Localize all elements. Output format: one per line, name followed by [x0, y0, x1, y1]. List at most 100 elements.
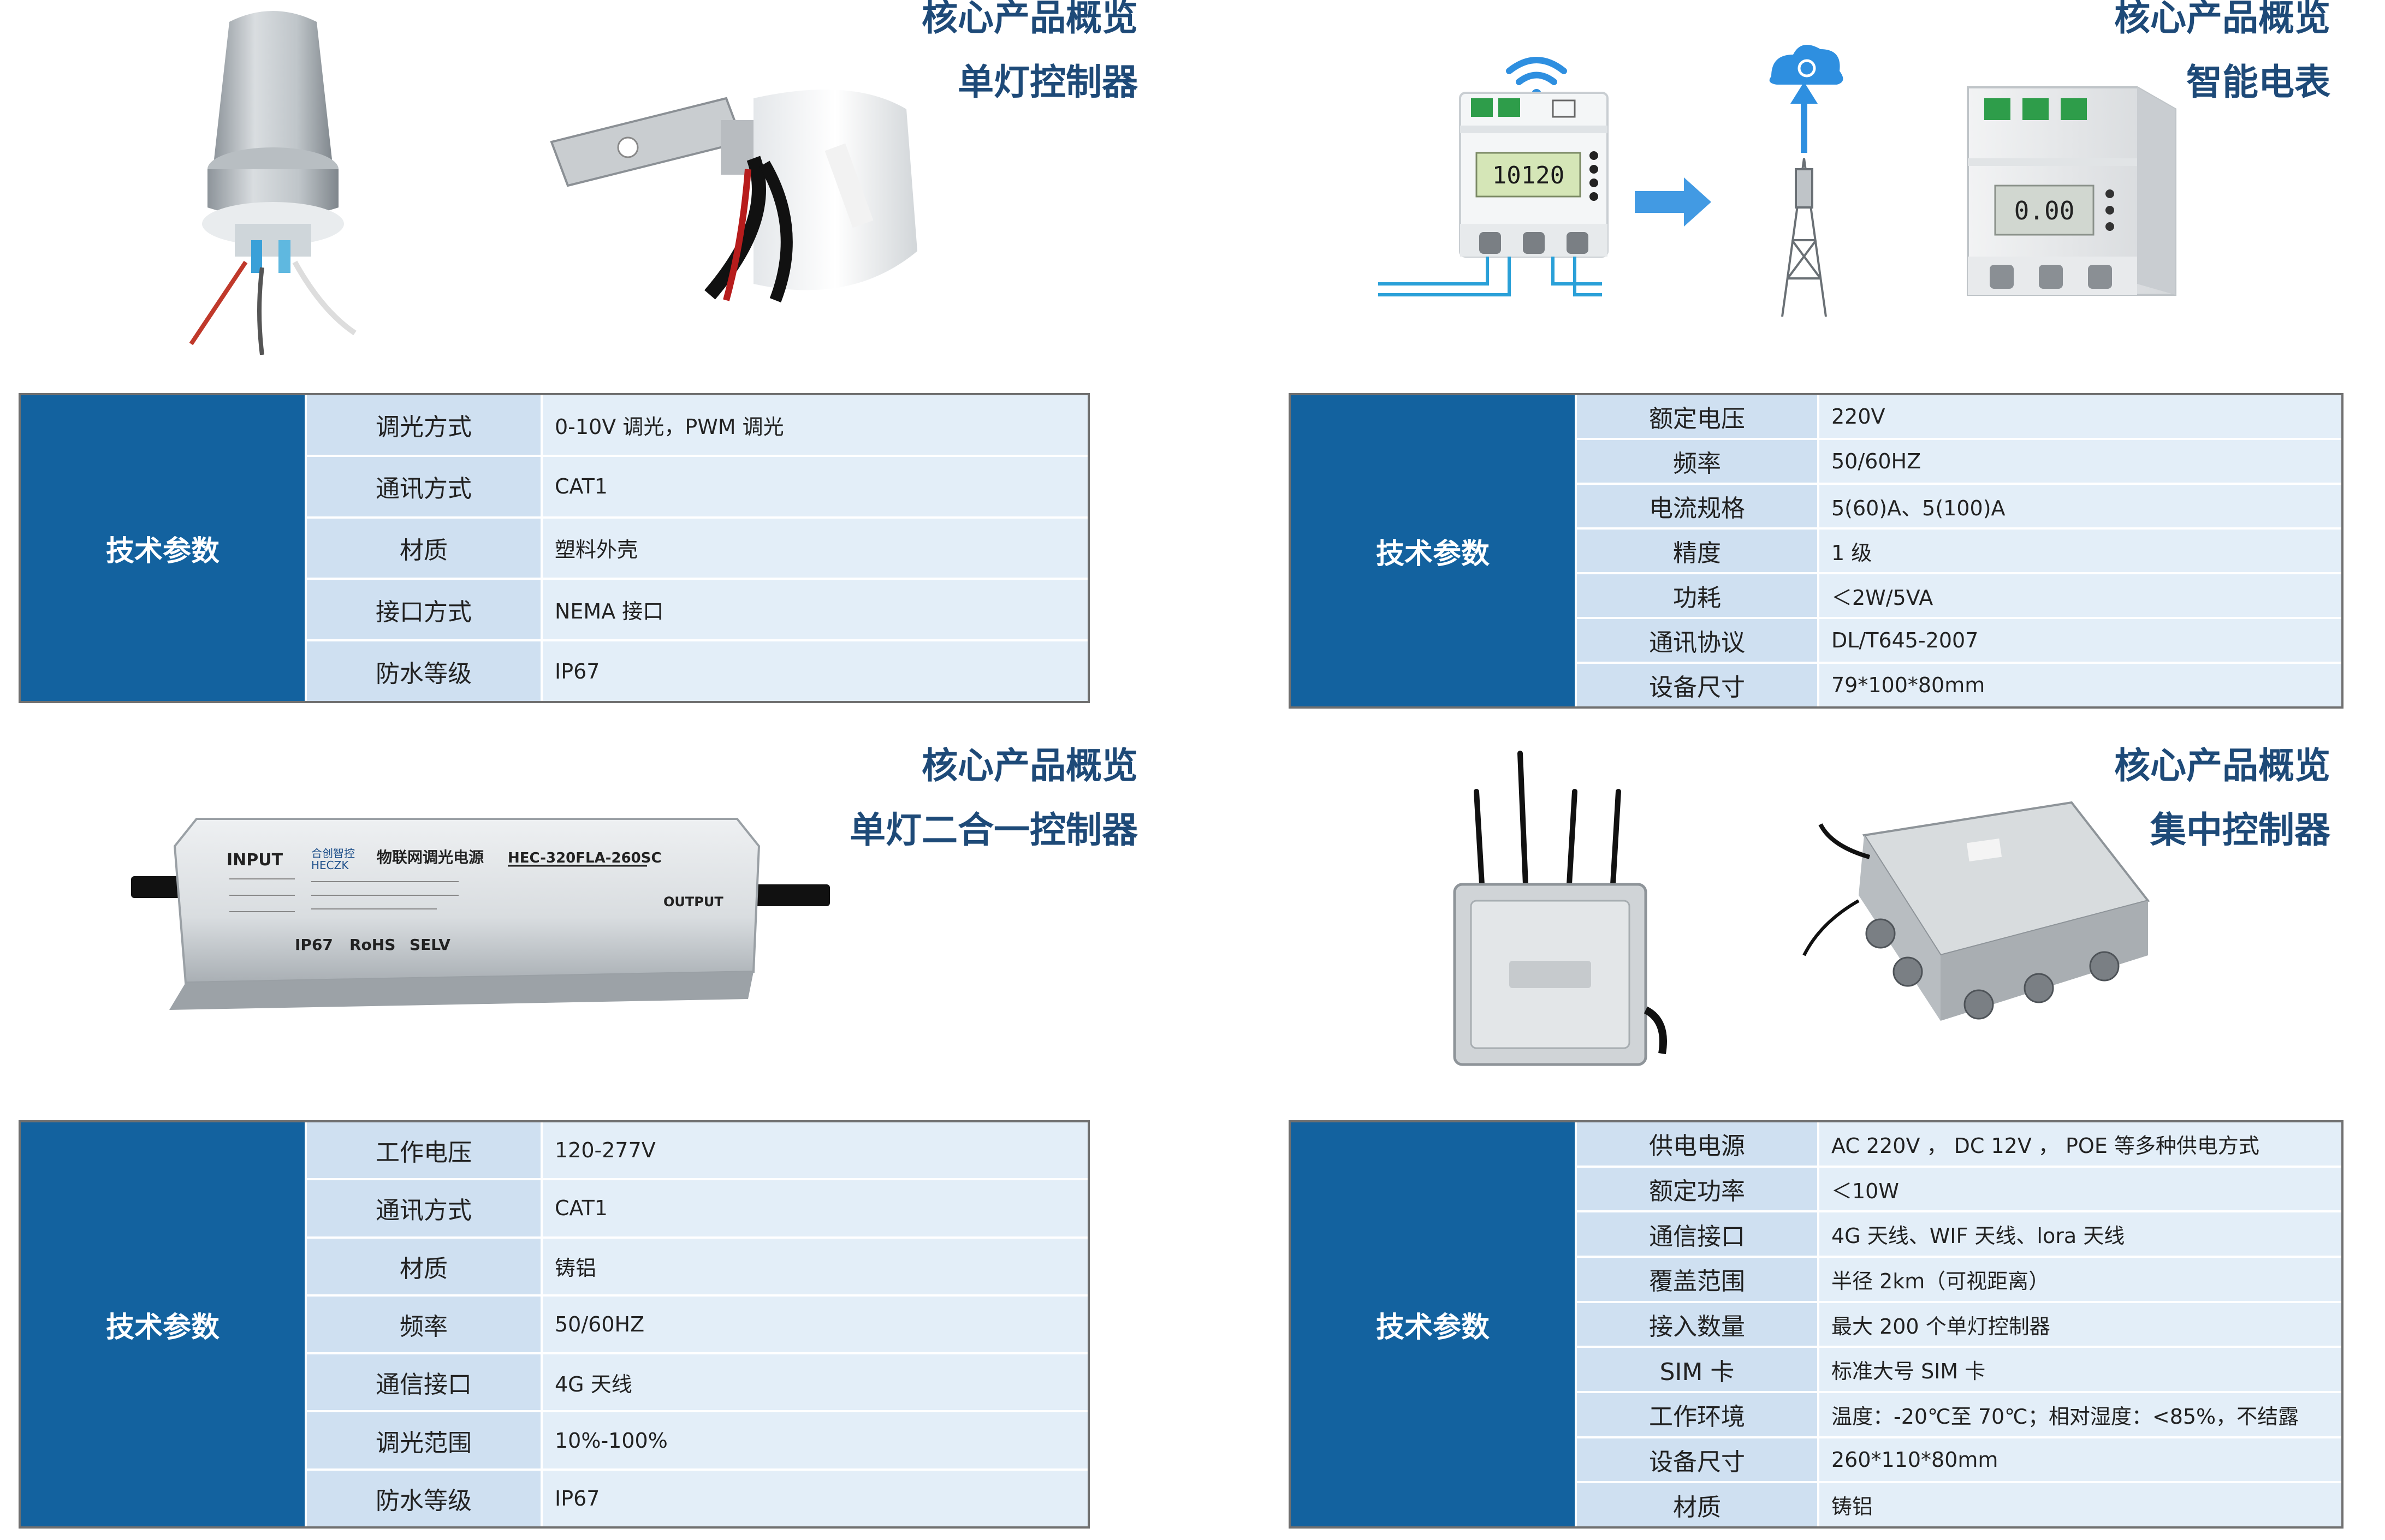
param-value: 79*100*80mm: [1819, 664, 2341, 706]
section-heading: 核心产品概览 智能电表: [2114, 0, 2330, 100]
product-card-two-in-one: INPUT 合创智控 HECZK 物联网调光电源 HEC-320FLA-260S…: [0, 748, 1192, 1529]
product-name: 单灯二合一控制器: [850, 809, 1138, 851]
param-value: CAT1: [543, 1180, 1088, 1236]
param-value: 4G 天线: [543, 1354, 1088, 1411]
param-name: 供电电源: [1577, 1122, 1819, 1166]
param-name: 功耗: [1577, 574, 1819, 617]
param-name: 电流规格: [1577, 485, 1819, 527]
product-name: 智能电表: [2186, 61, 2330, 103]
param-value: 10%-100%: [543, 1412, 1088, 1468]
param-value: 1 级: [1819, 530, 2341, 572]
param-name: 频率: [307, 1296, 543, 1353]
param-name: 接口方式: [307, 580, 543, 640]
param-name: 设备尺寸: [1577, 664, 1819, 706]
meter-network-diagram: 10120: [1378, 45, 1843, 317]
param-value: NEMA 接口: [543, 580, 1088, 640]
param-name: 防水等级: [307, 641, 543, 701]
param-name: 材质: [307, 1238, 543, 1294]
param-name: 调光方式: [307, 395, 543, 455]
param-name: 通讯协议: [1577, 619, 1819, 662]
param-value: ＜10W: [1819, 1167, 2341, 1211]
concentrator-antenna-photo: [1453, 751, 1667, 1066]
param-value: 半径 2km（可视距离）: [1819, 1258, 2341, 1301]
smart-meter-photo: 0.00: [1967, 86, 2176, 296]
table-row: 额定功率＜10W: [1577, 1165, 2341, 1211]
nema-controller-photo: [189, 11, 357, 355]
param-name: 调光范围: [307, 1412, 543, 1468]
spec-label: 技术参数: [21, 1122, 305, 1526]
overview-title: 核心产品概览: [2114, 745, 2330, 787]
driver-brand-cn: 合创智控: [311, 847, 355, 860]
param-value: 铸铝: [1819, 1483, 2341, 1527]
table-row: 覆盖范围半径 2km（可视距离）: [1577, 1256, 2341, 1301]
meter-display: 0.00: [2014, 196, 2075, 225]
product-name: 集中控制器: [2150, 809, 2330, 851]
overview-title: 核心产品概览: [922, 0, 1138, 39]
overview-title: 核心产品概览: [922, 745, 1138, 787]
driver-brand: HECZK: [311, 859, 349, 872]
table-row: 材质塑料外壳: [307, 516, 1088, 578]
table-row: 功耗＜2W/5VA: [1577, 572, 2341, 617]
param-name: 防水等级: [307, 1470, 543, 1526]
param-value: IP67: [543, 641, 1088, 701]
param-value: 260*110*80mm: [1819, 1438, 2341, 1482]
param-name: 通信接口: [307, 1354, 543, 1411]
spec-label: 技术参数: [1291, 1122, 1575, 1526]
tower-icon: [1781, 158, 1827, 317]
cloud-icon: [1769, 45, 1843, 85]
param-name: 材质: [307, 518, 543, 578]
param-value: ＜2W/5VA: [1819, 574, 2341, 617]
driver-output-label: OUTPUT: [663, 894, 723, 909]
param-value: 铸铝: [543, 1238, 1088, 1294]
product-name: 单灯控制器: [958, 61, 1138, 103]
param-name: 频率: [1577, 440, 1819, 483]
param-name: 精度: [1577, 530, 1819, 572]
dimming-driver-photo: INPUT 合创智控 HECZK 物联网调光电源 HEC-320FLA-260S…: [131, 818, 830, 1010]
param-value: AC 220V ， DC 12V ， POE 等多种供电方式: [1819, 1122, 2341, 1166]
param-value: 0-10V 调光，PWM 调光: [543, 395, 1088, 455]
param-value: 最大 200 个单灯控制器: [1819, 1303, 2341, 1346]
table-row: 工作环境温度：-20℃至 70℃；相对湿度：<85%，不结露: [1577, 1391, 2341, 1436]
param-name: 接入数量: [1577, 1303, 1819, 1346]
param-value: 标准大号 SIM 卡: [1819, 1348, 2341, 1392]
driver-title: 物联网调光电源: [377, 848, 484, 866]
param-value: 50/60HZ: [543, 1296, 1088, 1353]
spec-label: 技术参数: [1291, 395, 1575, 706]
param-name: 通讯方式: [307, 456, 543, 516]
param-value: IP67: [543, 1470, 1088, 1526]
param-value: DL/T645-2007: [1819, 619, 2341, 662]
param-name: 额定电压: [1577, 395, 1819, 438]
param-name: 材质: [1577, 1483, 1819, 1527]
controller-bracket-photo: [550, 90, 917, 302]
param-name: 设备尺寸: [1577, 1438, 1819, 1482]
param-value: 塑料外壳: [543, 518, 1088, 578]
driver-rohs-label: RoHS: [349, 936, 395, 954]
param-value: CAT1: [543, 456, 1088, 516]
driver-input-label: INPUT: [227, 851, 283, 870]
driver-model: HEC-320FLA-260SC: [508, 850, 662, 866]
table-row: SIM 卡标准大号 SIM 卡: [1577, 1346, 2341, 1392]
overview-title: 核心产品概览: [2114, 0, 2330, 39]
section-heading: 核心产品概览 单灯二合一控制器: [850, 748, 1138, 848]
